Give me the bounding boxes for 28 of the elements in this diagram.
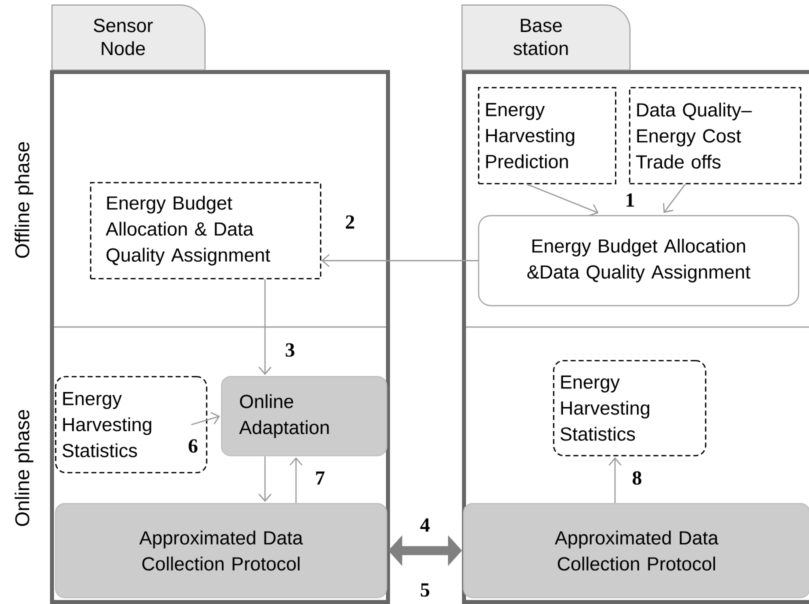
step-number: 5 <box>419 582 431 598</box>
arrow <box>191 412 220 426</box>
step-number: 8 <box>631 470 643 486</box>
dashed-box: Data Quality– Energy Cost Trade offs <box>629 87 802 184</box>
step-number: 7 <box>314 470 326 486</box>
arrow <box>321 254 478 268</box>
phase-label: Offline phase <box>14 142 34 258</box>
arrow <box>290 457 302 503</box>
step-number: 2 <box>344 214 356 230</box>
process-box: Energy Budget Allocation &Data Quality Assignment <box>478 215 800 306</box>
phase-label: Online phase <box>14 410 34 526</box>
step-number: 6 <box>187 438 199 454</box>
tab-label: Base station <box>462 4 630 70</box>
process-box: Approximated Data Collection Protocol <box>55 503 388 598</box>
arrow <box>258 279 272 375</box>
process-box: Approximated Data Collection Protocol <box>463 503 809 598</box>
dashed-box: Energy Harvesting Prediction <box>478 87 616 184</box>
step-number: 3 <box>284 342 296 358</box>
step-number: 1 <box>624 192 636 208</box>
arrow <box>608 457 622 503</box>
dashed-box: Energy Harvesting Statistics <box>553 360 706 456</box>
arrow <box>662 184 686 213</box>
tab-label: Sensor Node <box>52 4 206 70</box>
step-number: 4 <box>419 517 431 533</box>
arrow <box>526 184 599 216</box>
arrow <box>258 456 272 502</box>
dashed-box: Energy Budget Allocation & Data Quality Assignment <box>90 182 322 280</box>
process-box: Online Adaptation <box>221 376 388 456</box>
